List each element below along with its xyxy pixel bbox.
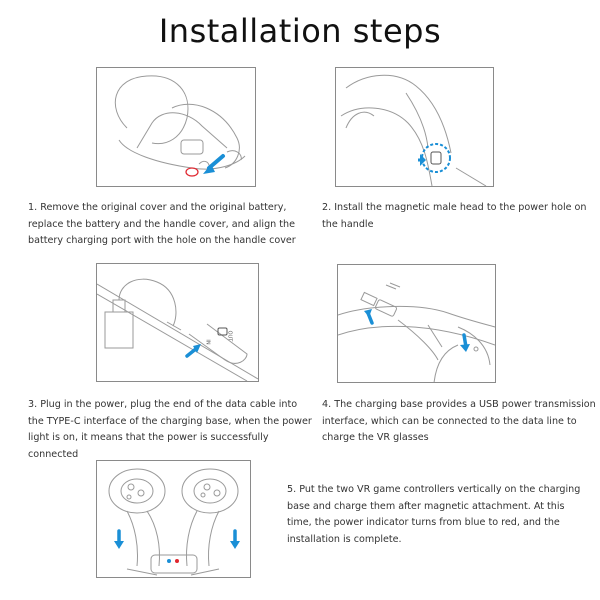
step-4-caption: 4. The charging base provides a USB powe…	[322, 399, 596, 444]
step-2-illustration	[335, 67, 494, 187]
battery-port-highlight	[185, 167, 199, 177]
arrow-icon	[230, 529, 240, 549]
port-label-out: OUT	[226, 330, 233, 342]
step-3-caption: 3. Plug in the power, plug the end of th…	[28, 399, 312, 460]
step-3-illustration: IN OUT	[96, 263, 259, 382]
arrow-icon	[364, 309, 374, 325]
arrow-icon	[185, 344, 201, 358]
step-1-caption: 1. Remove the original cover and the ori…	[28, 202, 296, 247]
arrow-icon	[460, 333, 470, 352]
step-4-illustration	[337, 264, 496, 383]
step-5-caption: 5. Put the two VR game controllers verti…	[287, 484, 581, 545]
port-label-in: IN	[204, 339, 211, 345]
page-title: Installation steps	[158, 12, 442, 50]
step-2-caption: 2. Install the magnetic male head to the…	[322, 202, 587, 230]
arrow-icon	[114, 529, 124, 549]
step-5-illustration	[96, 460, 251, 578]
indicator-light-icon	[167, 559, 179, 563]
arrow-icon	[203, 154, 225, 174]
dashed-circle-highlight	[418, 143, 451, 173]
step-1-illustration	[96, 67, 256, 187]
